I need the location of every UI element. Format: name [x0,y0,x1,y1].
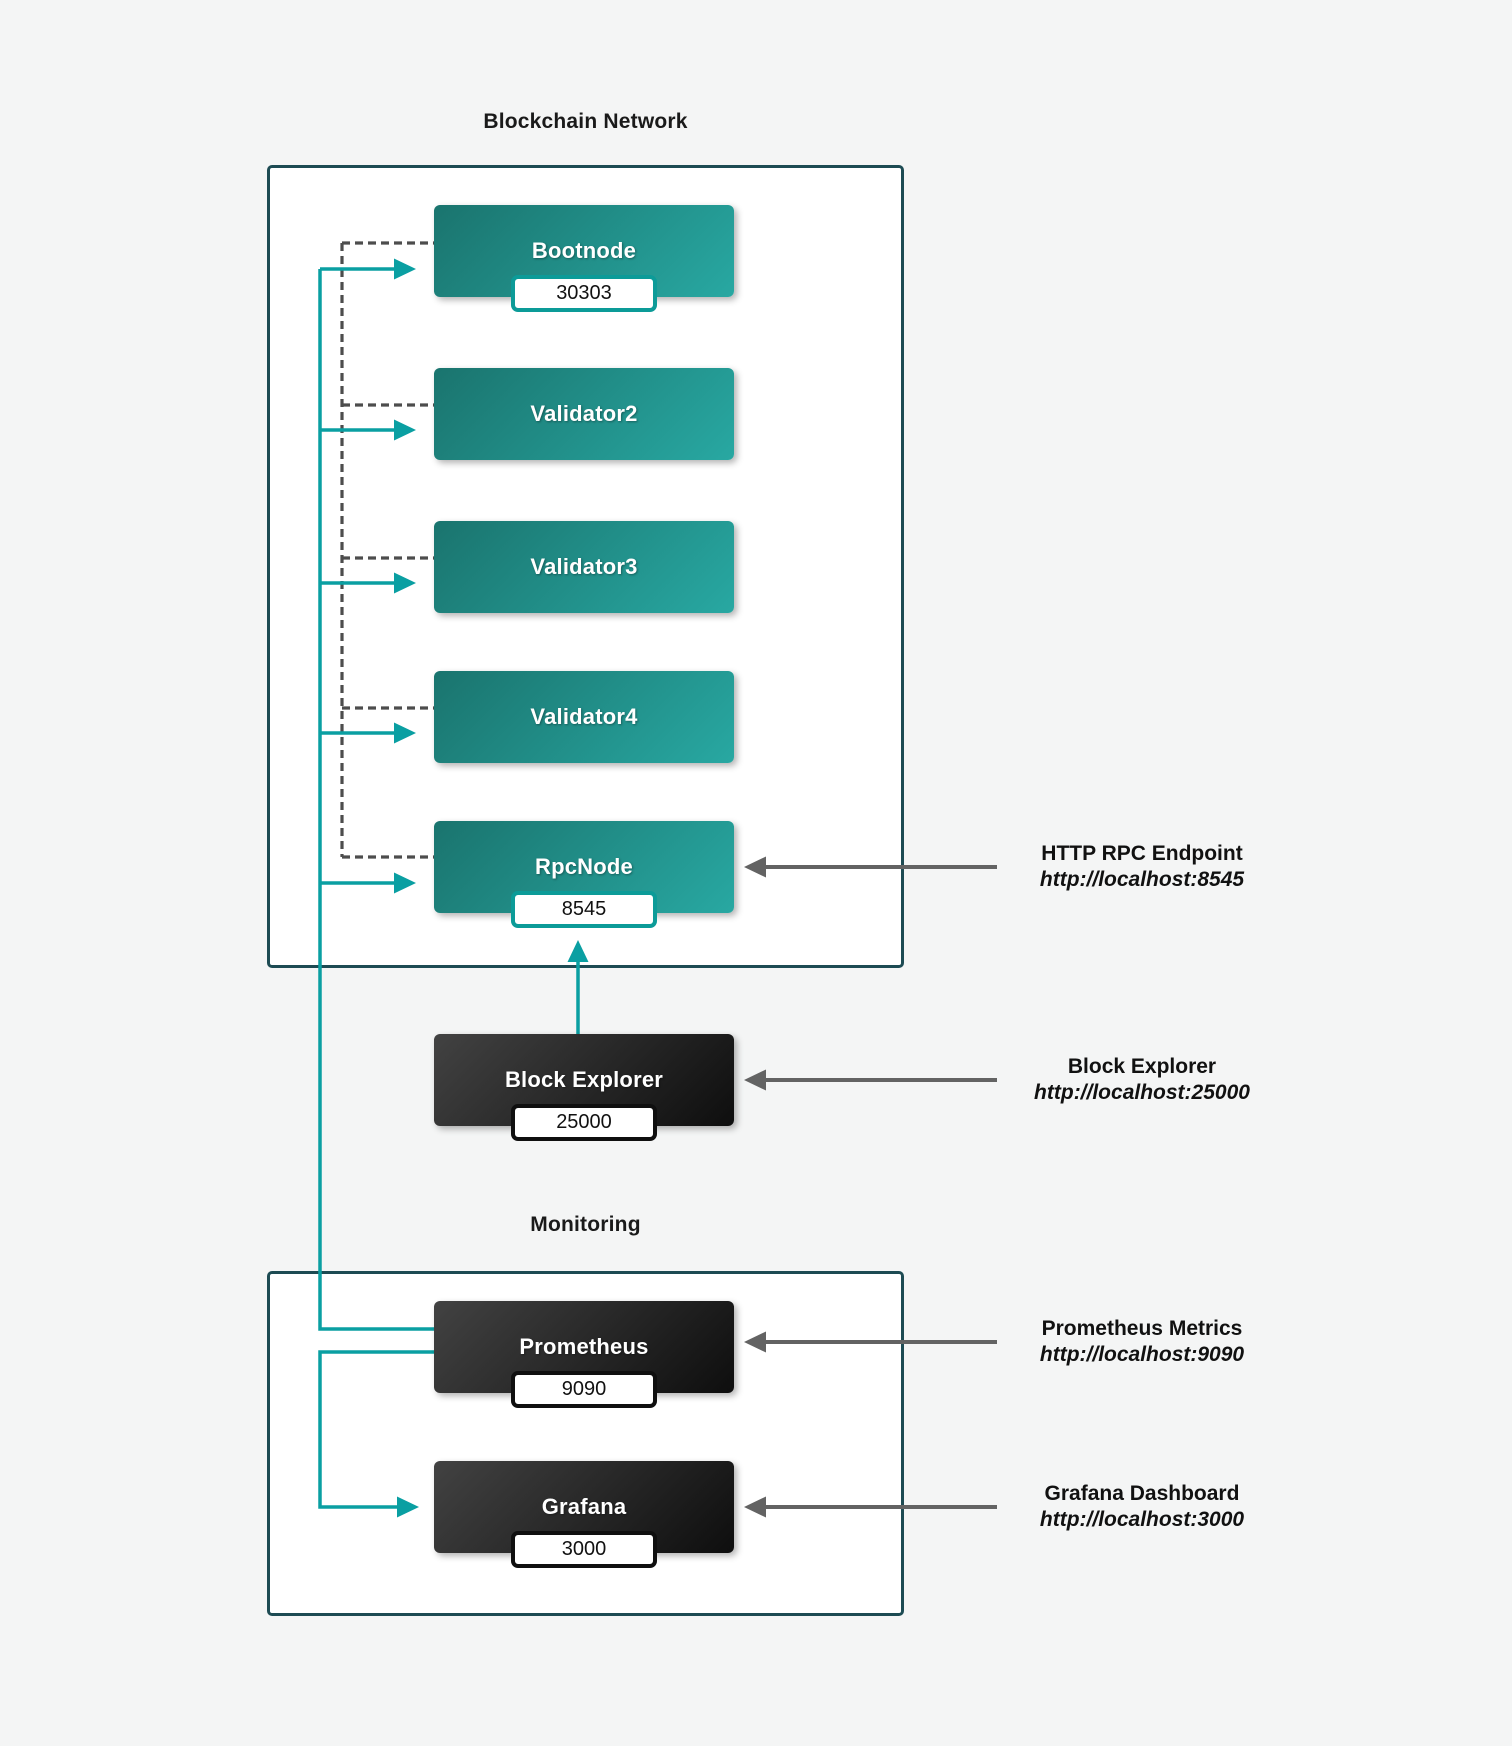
annotation-block-explorer: Block Explorer http://localhost:25000 [962,1054,1322,1106]
annotation-prometheus-metrics: Prometheus Metrics http://localhost:9090 [962,1316,1322,1368]
port-badge-grafana: 3000 [511,1531,657,1568]
port-badge-bootnode: 30303 [511,275,657,312]
port-badge-prometheus: 9090 [511,1371,657,1408]
node-validator3-label: Validator3 [530,554,638,579]
annotation-http-rpc-endpoint-url: http://localhost:8545 [1039,868,1245,891]
node-block-explorer-label: Block Explorer [504,1067,664,1092]
port-badge-block-explorer: 25000 [511,1104,657,1141]
node-validator2: Validator2 [434,368,734,460]
annotation-prometheus-metrics-title: Prometheus Metrics [1041,1317,1243,1340]
teal-arrowheads [394,258,589,1518]
node-validator4-label: Validator4 [530,704,638,729]
cluster-title-monitoring: Monitoring [530,1213,641,1236]
annotation-grafana-dashboard-title: Grafana Dashboard [1044,1482,1240,1505]
annotation-arrows [766,865,997,1509]
annotation-http-rpc-endpoint-title: HTTP RPC Endpoint [1041,842,1243,865]
node-validator3: Validator3 [434,521,734,613]
annotation-grafana-dashboard-url: http://localhost:3000 [1039,1508,1245,1531]
node-bootnode-label: Bootnode [531,238,637,263]
node-grafana-label: Grafana [541,1494,627,1519]
node-prometheus-label: Prometheus [519,1334,649,1359]
teal-edges [318,267,580,1509]
cluster-title-blockchain-network: Blockchain Network [483,110,688,133]
node-validator4: Validator4 [434,671,734,763]
annotation-http-rpc-endpoint: HTTP RPC Endpoint http://localhost:8545 [962,841,1322,893]
port-badge-rpcnode: 8545 [511,891,657,928]
node-rpcnode-label: RpcNode [535,854,633,879]
annotation-grafana-dashboard: Grafana Dashboard http://localhost:3000 [962,1481,1322,1533]
annotation-block-explorer-url: http://localhost:25000 [1034,1081,1250,1104]
annotation-block-explorer-title: Block Explorer [1067,1055,1217,1078]
annotation-prometheus-metrics-url: http://localhost:9090 [1039,1343,1245,1366]
node-validator2-label: Validator2 [530,401,638,426]
dashed-peer-links [340,241,434,859]
annotation-arrowheads [744,856,766,1518]
